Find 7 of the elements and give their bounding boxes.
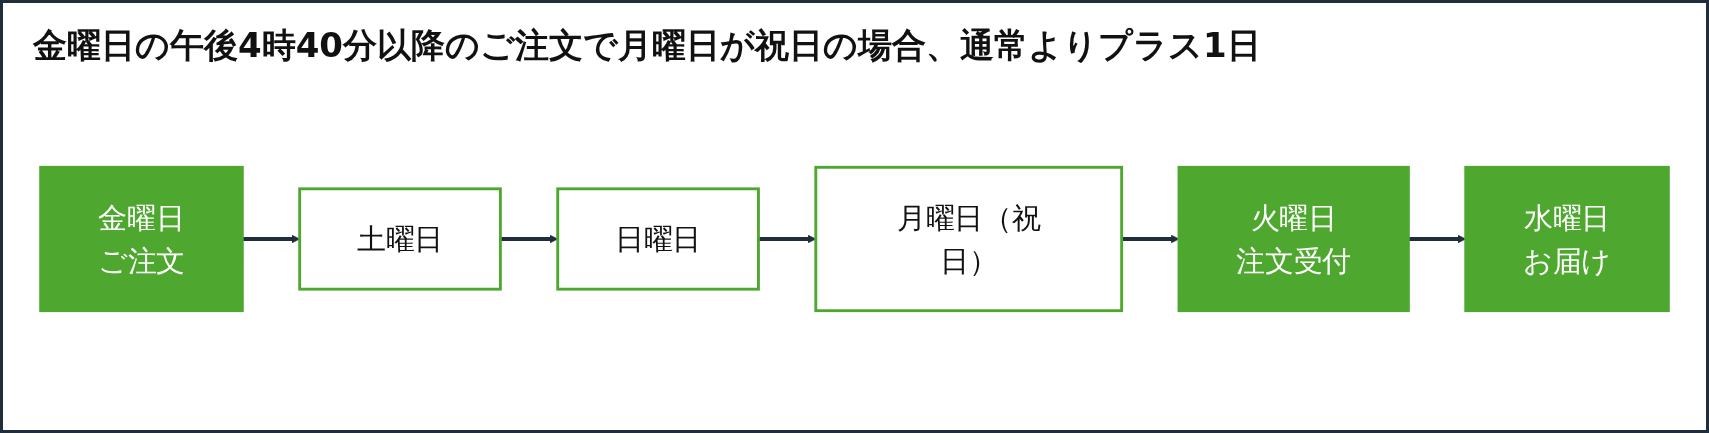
node-box: 水曜日 お届け [1464,165,1670,313]
node-box: 火曜日 注文受付 [1177,165,1410,313]
node-box: 土曜日 [298,187,502,291]
title: 金曜日の午後4時40分以降のご注文で月曜日が祝日の場合、通常よりプラス1日 [33,24,1261,67]
node-box: 月曜日（祝日） [814,165,1124,313]
node-box: 金曜日 ご注文 [39,165,244,313]
node-box: 日曜日 [556,187,760,291]
